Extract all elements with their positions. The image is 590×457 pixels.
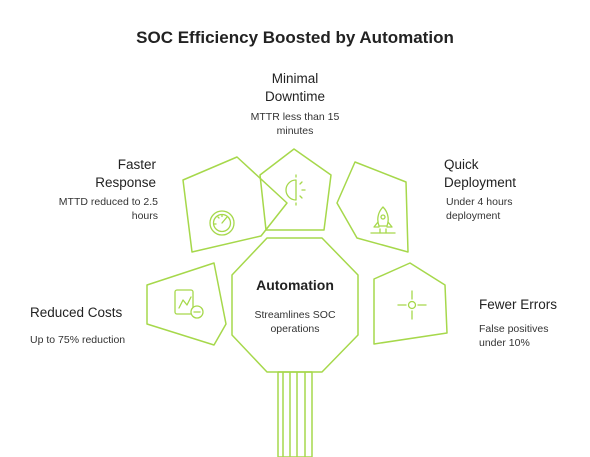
center-description: Streamlines SOC operations	[254, 309, 336, 335]
minimal-downtime-shape	[259, 148, 332, 231]
quick-deployment-description: Under 4 hours deployment	[446, 196, 513, 222]
minimal-downtime-description: MTTR less than 15 minutes	[250, 111, 340, 137]
faster-response-label: Faster Response	[95, 157, 156, 190]
faster-response-shape	[182, 156, 288, 253]
faster-response-description: MTTD reduced to 2.5 hours	[58, 196, 158, 222]
reduced-costs-label: Reduced Costs	[30, 305, 123, 320]
fewer-errors-description: False positives under 10%	[479, 323, 549, 349]
fewer-errors-shape	[373, 262, 448, 345]
crosshair-icon	[397, 290, 427, 320]
stem-lines	[277, 371, 313, 457]
quick-deployment-label: Quick Deployment	[444, 157, 517, 190]
chart-minus-icon	[174, 289, 204, 319]
automation-octagon	[231, 237, 359, 373]
center-title: Automation	[256, 277, 334, 293]
quick-deployment-shape	[336, 161, 409, 253]
speedometer-icon	[209, 210, 235, 236]
half-sun-icon	[285, 174, 306, 206]
minimal-downtime-label: Minimal Downtime	[264, 71, 326, 104]
rocket-icon	[370, 206, 396, 234]
fewer-errors-label: Fewer Errors	[479, 297, 558, 312]
diagram-title: SOC Efficiency Boosted by Automation	[136, 28, 454, 47]
reduced-costs-shape	[146, 262, 227, 346]
reduced-costs-description: Up to 75% reduction	[30, 334, 126, 346]
